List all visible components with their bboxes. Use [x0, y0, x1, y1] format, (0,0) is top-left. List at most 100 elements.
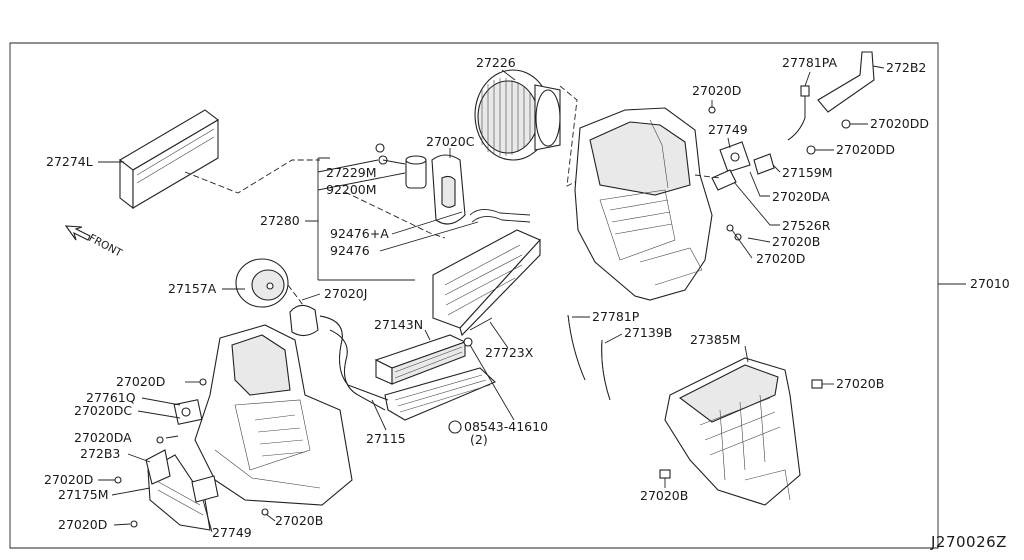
leader-27159M	[772, 164, 781, 173]
label-08543: 08543-41610	[464, 419, 548, 434]
harness-27781P	[567, 314, 586, 381]
leader-92476A	[391, 211, 463, 235]
front-label: FRONT	[87, 232, 125, 260]
label-27385M: 27385M	[690, 332, 741, 347]
label-27526R: 27526R	[782, 218, 831, 233]
label-27020D-a: 27020D	[116, 374, 165, 389]
label-92476: 92476	[330, 243, 370, 258]
actuator-27749-upper	[719, 141, 751, 173]
harness-27139B	[601, 339, 611, 401]
clip-27020B-d	[659, 469, 671, 479]
actuator-27749-lower	[191, 475, 219, 503]
label-27020J: 27020J	[324, 286, 367, 301]
leader-27020J	[301, 293, 321, 301]
leader-27020DA-b	[749, 171, 770, 197]
screw-symbol	[448, 420, 462, 434]
label-27175M: 27175M	[58, 487, 109, 502]
assembly-frame	[9, 42, 939, 549]
leader-27139B	[604, 333, 623, 344]
leader-92476	[379, 221, 479, 252]
label-92476A: 92476+A	[330, 226, 389, 241]
label-27020DC: 27020DC	[74, 403, 132, 418]
label-27139B: 27139B	[624, 325, 672, 340]
label-27020B-a: 27020B	[275, 513, 323, 528]
label-27749-b: 27749	[708, 122, 748, 137]
label-27143N: 27143N	[374, 317, 423, 332]
leader-27020D-e	[731, 229, 753, 259]
label-27274L: 27274L	[46, 154, 93, 169]
label-27020D-d: 27020D	[692, 83, 741, 98]
leader-27749-b	[727, 137, 731, 149]
label-27020D-b: 27020D	[44, 472, 93, 487]
expansion-valve	[405, 155, 427, 189]
clip-27020B-c	[811, 379, 823, 389]
label-08543-qty: (2)	[470, 432, 488, 447]
label-27781PA: 27781PA	[782, 55, 838, 70]
lower-case-right	[664, 357, 801, 506]
leader-27229M	[317, 159, 379, 173]
leader-27020B-b	[747, 237, 771, 243]
actuator-27283	[145, 449, 171, 485]
label-27020DA-a: 27020DA	[74, 430, 132, 445]
label-27020B-d: 27020B	[640, 488, 688, 503]
clip-27229M	[375, 143, 406, 165]
leader-27526R	[733, 181, 780, 226]
label-27020D-c: 27020D	[58, 517, 107, 532]
label-27723X: 27723X	[485, 345, 534, 360]
label-27020DA-b: 27020DA	[772, 189, 830, 204]
label-27010: 27010	[970, 276, 1010, 291]
evaporator	[432, 209, 541, 337]
leader-92200M	[317, 172, 406, 191]
label-27020DD-b: 27020DD	[836, 142, 895, 157]
bracket-27280	[305, 157, 415, 281]
heater-case-left	[147, 324, 353, 531]
leader-27020DA-a	[165, 435, 179, 439]
label-27020B-c: 27020B	[836, 376, 884, 391]
label-27115: 27115	[366, 431, 406, 446]
leader-27385M	[744, 345, 749, 363]
leader-27157A-link	[287, 284, 304, 306]
leader-27175M	[111, 487, 151, 496]
screws-left	[114, 378, 269, 528]
label-27020DD-a: 27020DD	[870, 116, 929, 131]
sensor-27723X	[463, 317, 493, 347]
leader-27283	[127, 453, 151, 463]
label-27020B-b: 27020B	[772, 234, 820, 249]
label-27282: 272B2	[886, 60, 926, 75]
leader-27020B-a	[265, 513, 276, 522]
grommet-27157A	[235, 258, 289, 308]
heater-core	[374, 334, 496, 421]
dash-actuator-link	[694, 174, 721, 179]
leader-27781PA	[804, 71, 811, 87]
leader-08543	[469, 344, 515, 421]
leader-27282	[872, 65, 885, 69]
reference-code: J270026Z	[930, 533, 1007, 551]
leader-27020D-c	[113, 523, 131, 526]
cabin-filter	[119, 109, 219, 210]
label-27020C: 27020C	[426, 134, 475, 149]
label-27159M: 27159M	[782, 165, 833, 180]
label-27157A: 27157A	[168, 281, 217, 296]
insulator-27020C	[431, 154, 466, 225]
leader-27226	[501, 69, 516, 81]
sensor-27159M	[753, 153, 775, 175]
leader-27723X	[489, 321, 509, 349]
label-27020D-e: 27020D	[756, 251, 805, 266]
dash-filter-link	[184, 159, 320, 194]
blower-motor	[474, 69, 561, 161]
dash-evap-link	[344, 191, 446, 239]
leader-27020DC	[137, 410, 181, 419]
leader-27749-a	[202, 499, 213, 533]
label-27761Q: 27761Q	[86, 390, 136, 405]
clip-27020J	[289, 304, 319, 337]
leader-27143N	[424, 329, 431, 341]
duct-27282	[817, 51, 875, 113]
heater-pipes	[319, 315, 389, 411]
label-27229M: 27229M	[326, 165, 377, 180]
label-27749-a: 27749	[212, 525, 252, 540]
harness-27781PA	[787, 85, 810, 141]
front-arrow	[64, 225, 91, 241]
actuator-27761Q	[173, 399, 203, 425]
intake-case	[574, 107, 713, 301]
